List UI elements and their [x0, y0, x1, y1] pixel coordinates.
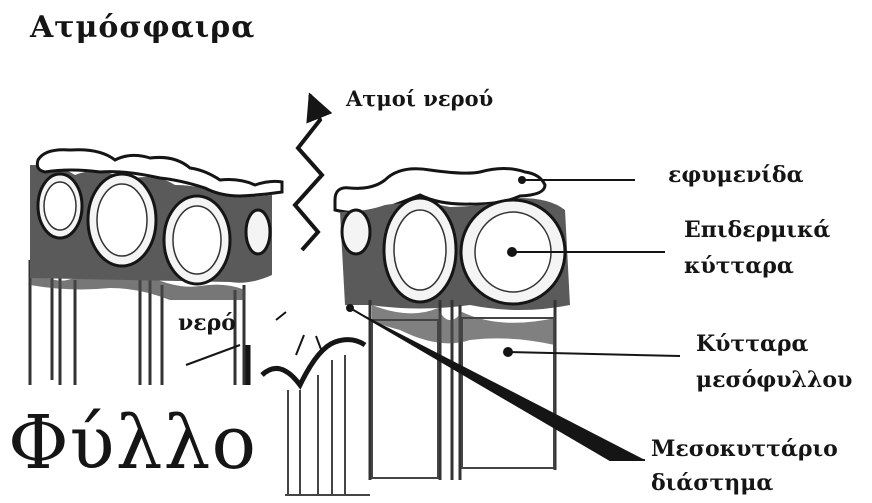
atmosphere-label: Ατμόσφαιρα [30, 10, 255, 45]
intercellular-space-label-line2: διάστημα [651, 466, 838, 500]
water-vapor-label: Ατμοί νερού [346, 86, 493, 111]
epidermal-cells-label-line2: κύτταρα [684, 248, 830, 284]
leaf-label: Φύλλο [8, 400, 257, 486]
mesophyll-leader [508, 352, 680, 356]
water-vapor-arrow [295, 95, 322, 250]
epidermal-cells-label-line1: Επιδερμικά [684, 212, 830, 248]
epidermal-cells-label: Επιδερμικά κύτταρα [684, 212, 830, 284]
water-label: νερό [178, 310, 236, 336]
mesophyll-cells-label: Κύτταρα μεσόφυλλου [696, 326, 852, 398]
left-leaf-block [30, 150, 282, 385]
intercellular-region [248, 340, 370, 495]
intercellular-space-label: Μεσοκυττάριο διάστημα [651, 432, 838, 500]
mesophyll-cells-label-line2: μεσόφυλλου [696, 362, 852, 398]
cuticle-label: εφυμενίδα [668, 162, 804, 188]
mesophyll-cells-label-line1: Κύτταρα [696, 326, 852, 362]
intercellular-space-label-line1: Μεσοκυττάριο [651, 432, 838, 466]
right-leaf-block [335, 169, 570, 481]
